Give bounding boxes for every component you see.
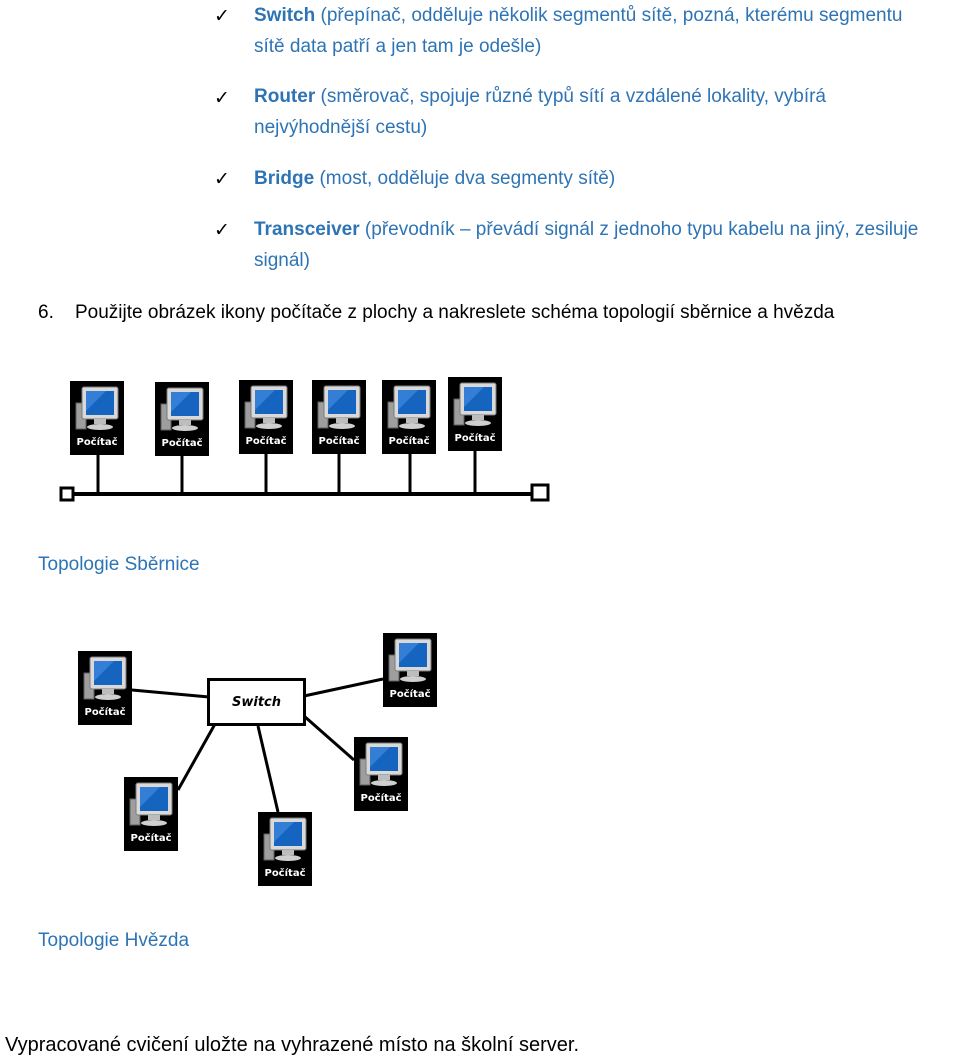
switch-label: Switch xyxy=(231,694,281,710)
computer-label: Počítač xyxy=(161,438,203,449)
list-desc: nejvýhodnější cestu) xyxy=(254,117,428,138)
list-item-switch: Switch (přepínač, odděluje několik segme… xyxy=(254,0,960,62)
computer-label: Počítač xyxy=(84,707,126,718)
monitor-graphic xyxy=(75,386,119,430)
star-topology-caption: Topologie Hvězda xyxy=(38,930,190,951)
computer-label: Počítač xyxy=(130,833,172,844)
computer-icon: Počítač xyxy=(78,651,132,725)
list-term: Transceiver xyxy=(254,219,360,240)
monitor-graphic xyxy=(317,385,361,429)
computer-icon: Počítač xyxy=(312,380,366,454)
computer-label: Počítač xyxy=(245,436,287,447)
checkmark-icon: ✓ xyxy=(214,5,230,27)
monitor-graphic xyxy=(83,656,127,700)
list-term: Bridge xyxy=(254,168,315,189)
star-link xyxy=(303,677,384,698)
computer-icon: Počítač xyxy=(155,382,209,456)
computer-label: Počítač xyxy=(264,868,306,879)
checkmark-icon: ✓ xyxy=(214,87,230,109)
list-desc: (převodník – převádí signál z jednoho ty… xyxy=(359,219,919,240)
list-desc: (most, odděluje dva segmenty sítě) xyxy=(314,168,616,189)
computer-label: Počítač xyxy=(318,436,360,447)
computer-label: Počítač xyxy=(360,793,402,804)
computer-label: Počítač xyxy=(388,436,430,447)
computer-icon: Počítač xyxy=(124,777,178,851)
question-number: 6. xyxy=(38,302,54,323)
list-desc: sítě data patří a jen tam je odešle) xyxy=(254,36,542,57)
computer-icon: Počítač xyxy=(239,380,293,454)
computer-label: Počítač xyxy=(454,433,496,444)
list-desc: (přepínač, odděluje několik segmentů sít… xyxy=(315,5,903,26)
monitor-graphic xyxy=(244,385,288,429)
monitor-graphic xyxy=(388,638,432,682)
list-item-bridge: Bridge (most, odděluje dva segmenty sítě… xyxy=(254,163,960,194)
computer-icon: Počítač xyxy=(354,737,408,811)
bus-terminator-right xyxy=(530,483,550,502)
monitor-graphic xyxy=(387,385,431,429)
list-item-router: Router (směrovač, spojuje různé typů sít… xyxy=(254,81,960,143)
list-item-transceiver: Transceiver (převodník – převádí signál … xyxy=(254,214,960,276)
bus-topology-caption: Topologie Sběrnice xyxy=(38,554,200,575)
computer-icon: Počítač xyxy=(258,812,312,886)
computer-icon: Počítač xyxy=(70,381,124,455)
footer-instruction: Vypracované cvičení uložte na vyhrazené … xyxy=(5,1034,579,1056)
star-link xyxy=(131,688,210,699)
computer-icon: Počítač xyxy=(382,380,436,454)
computer-label: Počítač xyxy=(76,437,118,448)
list-desc: (směrovač, spojuje různé typů sítí a vzd… xyxy=(315,86,827,107)
question-text: Použijte obrázek ikony počítače z plochy… xyxy=(75,302,835,323)
star-link xyxy=(176,723,217,791)
monitor-graphic xyxy=(359,742,403,786)
switch-box: Switch xyxy=(207,678,306,726)
list-desc: signál) xyxy=(254,250,310,271)
monitor-graphic xyxy=(129,782,173,826)
computer-icon: Počítač xyxy=(448,377,502,451)
computer-icon: Počítač xyxy=(383,633,437,707)
computer-label: Počítač xyxy=(389,689,431,700)
list-term: Router xyxy=(254,86,316,107)
monitor-graphic xyxy=(263,817,307,861)
checkmark-icon: ✓ xyxy=(214,168,230,190)
checkmark-icon: ✓ xyxy=(214,219,230,241)
star-link xyxy=(303,714,355,762)
question-6: 6. Použijte obrázek ikony počítače z ploc… xyxy=(38,297,958,328)
list-term: Switch xyxy=(254,5,316,26)
monitor-graphic xyxy=(453,382,497,426)
topology-lines xyxy=(59,450,550,813)
star-link xyxy=(256,725,280,813)
monitor-graphic xyxy=(160,387,204,431)
bus-terminator-left xyxy=(59,486,75,502)
